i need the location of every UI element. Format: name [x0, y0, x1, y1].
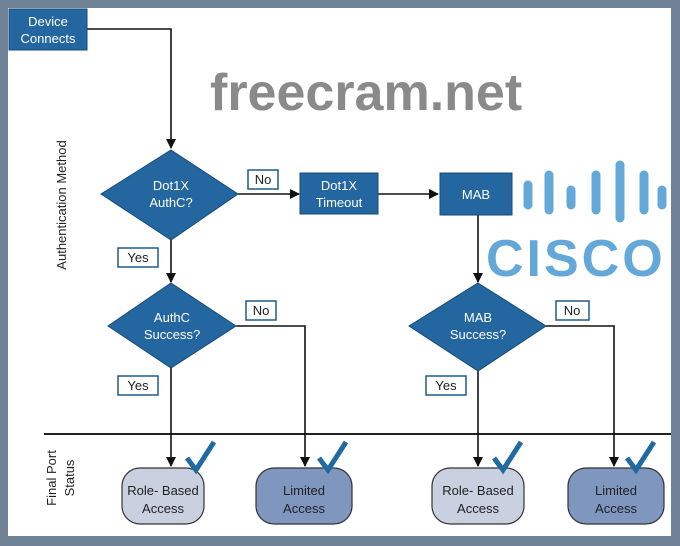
edge-mab-no: [546, 325, 619, 467]
label-yes: Yes: [435, 378, 457, 393]
decision-authc-success: AuthC Success?: [107, 282, 237, 369]
node-text: AuthC?: [149, 195, 192, 210]
site-watermark: freecram.net: [210, 64, 522, 122]
node-text: MAB: [464, 310, 492, 325]
node-mab: MAB: [439, 172, 513, 216]
node-text: Timeout: [316, 195, 363, 210]
outcome-text: Limited: [595, 483, 637, 498]
decision-dot1x-authc: Dot1X AuthC?: [100, 149, 239, 241]
node-dot1x-timeout: Dot1X Timeout: [299, 172, 379, 215]
edge-labels: No Yes No Yes No Yes: [117, 169, 590, 396]
outcome-text: Access: [142, 501, 184, 516]
label-no: No: [255, 172, 272, 187]
node-text: Connects: [21, 31, 76, 46]
outcome-4: Limited Access: [567, 440, 665, 525]
lane-label-authentication-method: Authentication Method: [54, 140, 69, 269]
cisco-logo-watermark: CISCO: [486, 160, 667, 288]
checkmark-icon: [185, 440, 217, 475]
outcome-text: Access: [283, 501, 325, 516]
checkmark-icon: [317, 440, 349, 475]
outcome-2: Limited Access: [255, 440, 353, 525]
decision-mab-success: MAB Success?: [408, 282, 547, 372]
checkmark-icon: [492, 440, 524, 475]
lane-label-status: Status: [62, 459, 77, 496]
edge-authc-no: [236, 325, 310, 467]
cisco-wordmark: CISCO: [486, 230, 666, 288]
node-text: Success?: [144, 327, 200, 342]
outcome-1: Role- Based Access: [121, 440, 217, 525]
node-text: Device: [28, 14, 68, 29]
node-text: AuthC: [154, 310, 190, 325]
label-yes: Yes: [127, 250, 149, 265]
node-text: Dot1X: [153, 178, 189, 193]
node-text: MAB: [462, 187, 490, 202]
node-text: Success?: [450, 327, 506, 342]
outcome-text: Access: [457, 501, 499, 516]
node-text: Dot1X: [321, 178, 357, 193]
edge-start-to-dot1x: [87, 28, 176, 149]
node-device-connects: Device Connects: [8, 8, 88, 51]
label-no: No: [564, 303, 581, 318]
outcome-text: Access: [595, 501, 637, 516]
lane-label-final-port: Final Port: [44, 450, 59, 506]
outcome-text: Role- Based: [127, 483, 199, 498]
outcome-3: Role- Based Access: [431, 440, 525, 525]
edges: [87, 28, 619, 467]
checkmark-icon: [625, 440, 657, 475]
outcome-text: Role- Based: [442, 483, 514, 498]
label-yes: Yes: [127, 378, 149, 393]
outcome-text: Limited: [283, 483, 325, 498]
label-no: No: [253, 303, 270, 318]
